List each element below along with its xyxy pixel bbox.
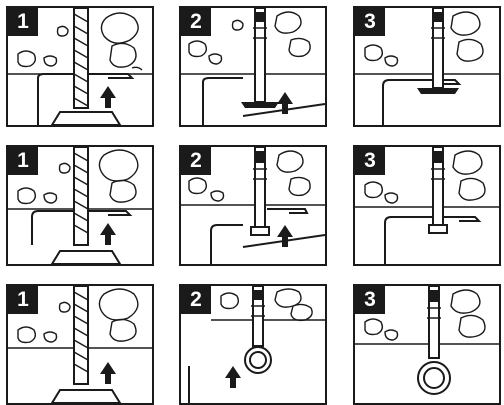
step-panel-r3c3: 3 xyxy=(353,284,501,405)
anchor-bolt-icon xyxy=(429,147,447,233)
anchor-bolt-icon xyxy=(251,147,269,235)
anchor-bolt-icon xyxy=(418,286,450,394)
step-number-badge: 2 xyxy=(181,147,211,175)
arrow-up-icon xyxy=(277,225,293,247)
drill-chuck xyxy=(52,251,120,264)
step-panel-r3c1: 1 xyxy=(6,284,154,405)
step-panel-r2c3: 3 xyxy=(353,145,501,266)
drill-chuck xyxy=(52,390,120,403)
bracket-wire xyxy=(267,209,307,213)
bracket-wire xyxy=(211,225,243,264)
step-number-badge: 3 xyxy=(355,147,385,175)
step-panel-r3c2: 2 xyxy=(179,284,327,405)
step-panel-r2c2: 2 xyxy=(179,145,327,266)
drill-chuck xyxy=(52,112,120,125)
step-number-badge: 2 xyxy=(181,8,211,36)
hook-wire xyxy=(383,80,459,125)
step-number-badge: 1 xyxy=(8,286,38,314)
drill-bit-icon xyxy=(74,286,88,384)
step-panel-r1c1: 1 xyxy=(6,6,154,127)
step-number-badge: 2 xyxy=(181,286,211,314)
arrow-up-icon xyxy=(100,223,116,245)
anchor-bolt-icon xyxy=(241,8,279,108)
hook-wire xyxy=(203,78,243,125)
stone-pattern xyxy=(211,289,325,320)
step-number-badge: 3 xyxy=(355,8,385,36)
step-number-badge: 1 xyxy=(8,147,38,175)
anchor-bolt-icon xyxy=(245,286,271,373)
arrow-up-icon xyxy=(225,366,241,388)
arrow-up-icon xyxy=(100,362,116,384)
step-panel-r1c2: 2 xyxy=(179,6,327,127)
step-panel-r1c3: 3 xyxy=(353,6,501,127)
step-number-badge: 1 xyxy=(8,8,38,36)
drill-bit-icon xyxy=(74,8,88,108)
step-panel-r2c1: 1 xyxy=(6,145,154,266)
arrow-up-icon xyxy=(100,86,116,108)
drill-bit-icon xyxy=(74,147,88,245)
step-number-badge: 3 xyxy=(355,286,385,314)
